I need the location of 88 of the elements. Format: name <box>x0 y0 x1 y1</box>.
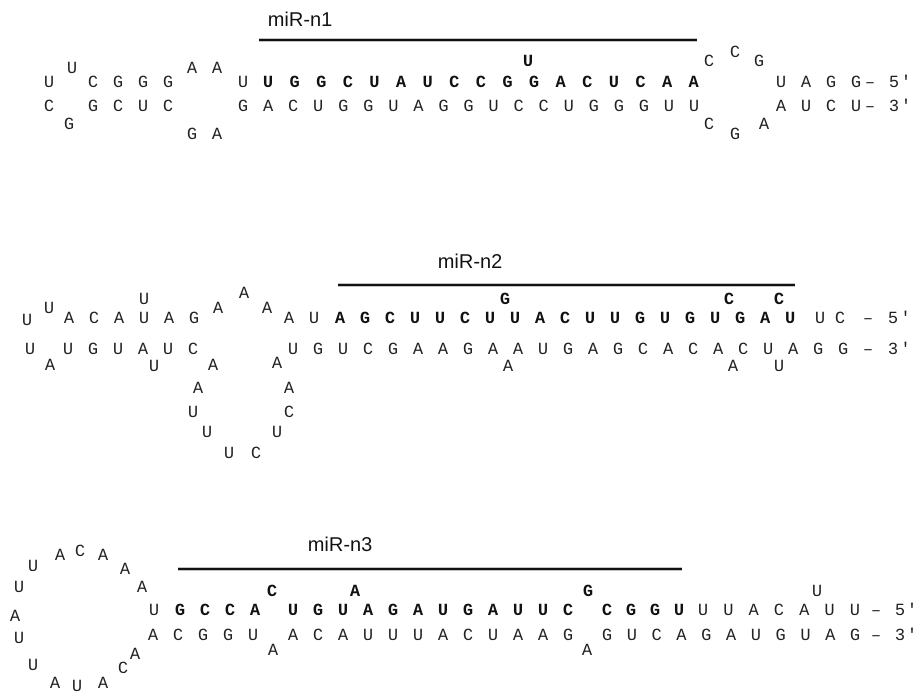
nucleotide: A <box>10 608 20 628</box>
nucleotide: C <box>266 583 278 603</box>
nucleotide: U <box>44 300 54 320</box>
nucleotide-sequence: U G U A G A U G A U U C <box>288 602 576 622</box>
nucleotide-sequence: U G U A U C <box>62 341 200 360</box>
nucleotide: C <box>284 404 294 424</box>
mirna-label: miR-n3 <box>308 533 372 557</box>
nucleotide: A <box>238 285 250 305</box>
strand-end-label: – 3′ <box>862 341 913 361</box>
nucleotide: U <box>238 74 248 94</box>
nucleotide: C <box>774 291 784 311</box>
nucleotide: A <box>208 357 218 377</box>
nucleotide-sequence: A U C U <box>776 98 864 118</box>
nucleotide: U <box>24 341 36 361</box>
nucleotide: U <box>72 678 82 697</box>
nucleotide: A <box>272 355 282 375</box>
nucleotide: C <box>704 53 714 73</box>
nucleotide: A <box>284 380 294 400</box>
nucleotide: U <box>138 291 150 311</box>
nucleotide: U <box>28 558 38 578</box>
nucleotide: A <box>50 675 60 695</box>
nucleotide: A <box>502 358 514 378</box>
nucleotide-sequence: A A <box>186 60 224 80</box>
mirna-label: miR-n1 <box>268 8 332 32</box>
nucleotide: C <box>730 44 740 64</box>
nucleotide-sequence: A U <box>284 310 322 330</box>
nucleotide-sequence: C G G G <box>88 74 176 94</box>
nucleotide-sequence: C G G U <box>602 602 686 622</box>
nucleotide: A <box>758 116 770 136</box>
mirna-label: miR-n2 <box>438 250 502 274</box>
nucleotide: U <box>66 60 78 80</box>
nucleotide-sequence: U G G C U A U C C G G A C U C A A <box>262 74 702 94</box>
strand-end-label: – 5′ <box>864 74 913 94</box>
nucleotide: U <box>522 53 534 73</box>
nucleotide: C <box>704 116 714 136</box>
nucleotide: C <box>74 543 86 563</box>
nucleotide-sequence: U G U C G A A G A A U G A G C A C A C U A G G <box>288 341 850 360</box>
nucleotide: A <box>582 642 592 662</box>
nucleotide-sequence: G C C A <box>174 602 262 622</box>
nucleotide: A <box>98 675 108 695</box>
nucleotide: A <box>120 561 130 581</box>
nucleotide: C <box>118 660 128 680</box>
nucleotide: G <box>582 583 594 603</box>
nucleotide: A <box>54 547 66 567</box>
nucleotide: U <box>272 424 282 444</box>
nucleotide: A <box>192 380 204 400</box>
nucleotide-sequence: G A <box>186 126 224 146</box>
nucleotide: A <box>44 357 56 377</box>
nucleotide-sequence: A C A U U U A C U A A G <box>288 627 576 647</box>
nucleotide: U <box>188 404 198 424</box>
nucleotide-sequence: G U C A G A U G U A G <box>602 627 862 647</box>
nucleotide-sequence: A C G G U <box>148 627 260 647</box>
nucleotide-sequence: A G C U U C U U A C U U G U G U G A U <box>334 310 798 330</box>
nucleotide: U <box>774 358 784 378</box>
nucleotide: U <box>44 74 54 94</box>
strand-end-label: – 5′ <box>862 310 913 330</box>
nucleotide: U <box>22 312 32 332</box>
nucleotide-sequence: U C <box>814 310 845 330</box>
nucleotide: U <box>28 657 38 677</box>
nucleotide: A <box>268 642 278 662</box>
nucleotide: G <box>730 126 740 146</box>
strand-end-label: – 3′ <box>870 627 919 647</box>
strand-end-label: – 3′ <box>864 98 913 118</box>
nucleotide-sequence: U C <box>224 445 264 465</box>
nucleotide-sequence: G C U C <box>88 98 176 118</box>
nucleotide: U <box>148 358 160 378</box>
nucleotide: U <box>148 602 160 622</box>
nucleotide: A <box>130 646 140 666</box>
nucleotide: A <box>350 583 360 603</box>
nucleotide: A <box>98 547 108 567</box>
nucleotide: A <box>136 579 148 599</box>
nucleotide: A <box>262 300 272 320</box>
nucleotide-sequence: U U A C A U U <box>698 602 862 622</box>
nucleotide: A <box>728 358 738 378</box>
nucleotide: G <box>754 53 764 73</box>
strand-end-label: – 5′ <box>870 602 919 622</box>
nucleotide: U <box>14 579 24 599</box>
nucleotide: G <box>500 291 510 311</box>
nucleotide-sequence: U A G G <box>776 74 864 94</box>
nucleotide: C <box>44 98 54 118</box>
nucleotide: C <box>724 291 734 311</box>
nucleotide-sequence: A C A U A G <box>64 310 202 330</box>
nucleotide: G <box>64 116 74 136</box>
nucleotide: A <box>212 300 224 320</box>
nucleotide: U <box>14 630 24 650</box>
nucleotide: U <box>812 583 822 603</box>
nucleotide: U <box>202 424 212 444</box>
nucleotide-sequence: G A C U G G U A G G U C C U G G G U U <box>238 98 702 118</box>
